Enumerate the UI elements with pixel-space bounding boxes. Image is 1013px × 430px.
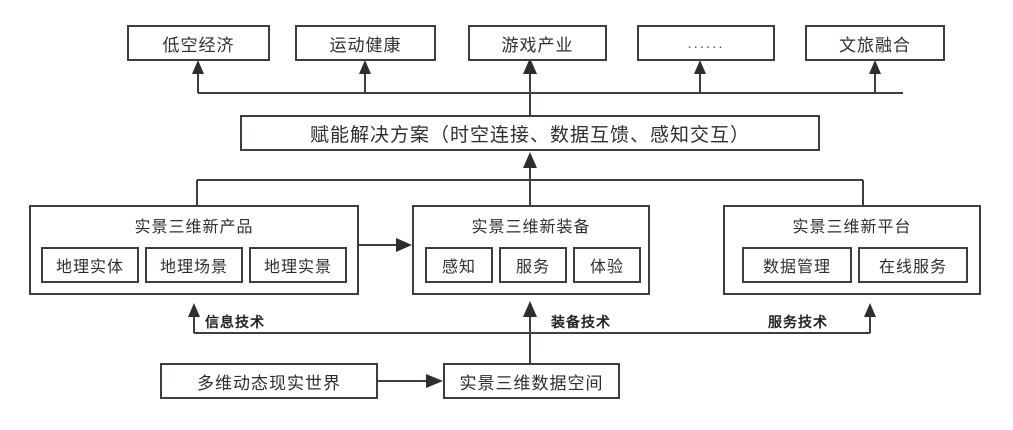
technology-label-service-text: 服务技术: [768, 314, 828, 330]
product-to-equipment-arrow: [396, 238, 412, 252]
capability-item-equipment-1[interactable]: 服务: [499, 247, 567, 283]
capability-group-equipment[interactable]: 实景三维新装备 感知 服务 体验: [412, 205, 650, 295]
world-to-dataspace-arrow: [426, 374, 443, 388]
capability-item-equipment-0[interactable]: 感知: [425, 247, 493, 283]
real-world-label: 多维动态现实世界: [197, 373, 341, 393]
capability-item-platform-1[interactable]: 在线服务: [858, 247, 968, 283]
application-label-2: 游戏产业: [501, 35, 574, 55]
capability-group-equipment-title: 实景三维新装备: [471, 219, 591, 236]
solution-arrow: [523, 152, 537, 168]
application-arrow-5: [869, 60, 881, 74]
capability-item-product-2[interactable]: 地理实景: [249, 247, 347, 283]
technology-arrow-left: [188, 303, 200, 317]
technology-label-information-text: 信息技术: [205, 314, 265, 330]
application-arrow-4: [694, 60, 706, 74]
capability-item-platform-label-0: 数据管理: [762, 259, 831, 276]
capability-item-equipment-label-0: 感知: [441, 259, 476, 276]
capability-item-product-1[interactable]: 地理场景: [145, 247, 243, 283]
technology-label-equipment: 装备技术: [551, 312, 611, 332]
dataspace-label: 实景三维数据空间: [459, 373, 604, 393]
application-label-0: 低空经济: [162, 35, 235, 55]
capability-item-product-label-2: 地理实景: [263, 259, 332, 276]
application-label-4: 文旅融合: [839, 35, 911, 55]
application-box-2[interactable]: 游戏产业: [468, 25, 607, 61]
capability-group-product[interactable]: 实景三维新产品 地理实体 地理场景 地理实景: [29, 205, 359, 295]
capability-item-equipment-label-1: 服务: [515, 259, 550, 276]
application-arrow-1: [192, 60, 204, 74]
capability-group-product-title: 实景三维新产品: [134, 219, 254, 236]
application-label-3: ......: [687, 34, 725, 52]
technology-arrow-right: [864, 303, 876, 317]
application-label-1: 运动健康: [329, 35, 402, 55]
technology-arrow-middle: [523, 301, 537, 317]
application-box-1[interactable]: 运动健康: [295, 25, 436, 61]
capability-item-platform-0[interactable]: 数据管理: [742, 247, 852, 283]
capability-group-platform-title: 实景三维新平台: [792, 219, 912, 236]
technology-label-equipment-text: 装备技术: [551, 314, 611, 330]
technology-label-service: 服务技术: [768, 312, 828, 332]
capability-item-product-label-1: 地理场景: [159, 259, 228, 276]
capability-item-product-0[interactable]: 地理实体: [41, 247, 139, 283]
application-box-0[interactable]: 低空经济: [127, 25, 270, 61]
solution-box[interactable]: 赋能解决方案（时空连接、数据互馈、感知交互）: [240, 115, 820, 151]
solution-label: 赋能解决方案（时空连接、数据互馈、感知交互）: [309, 124, 750, 146]
capability-item-equipment-2[interactable]: 体验: [573, 247, 641, 283]
technology-label-information: 信息技术: [205, 312, 265, 332]
application-box-3[interactable]: ......: [637, 25, 775, 61]
capability-item-equipment-label-2: 体验: [589, 259, 624, 276]
capability-group-platform[interactable]: 实景三维新平台 数据管理 在线服务: [723, 205, 981, 295]
capability-item-product-label-0: 地理实体: [55, 259, 124, 276]
real-world-box[interactable]: 多维动态现实世界: [160, 363, 378, 399]
capability-item-platform-label-1: 在线服务: [878, 259, 947, 276]
dataspace-box[interactable]: 实景三维数据空间: [443, 363, 620, 399]
application-box-4[interactable]: 文旅融合: [805, 25, 945, 61]
application-arrow-2: [359, 60, 371, 74]
